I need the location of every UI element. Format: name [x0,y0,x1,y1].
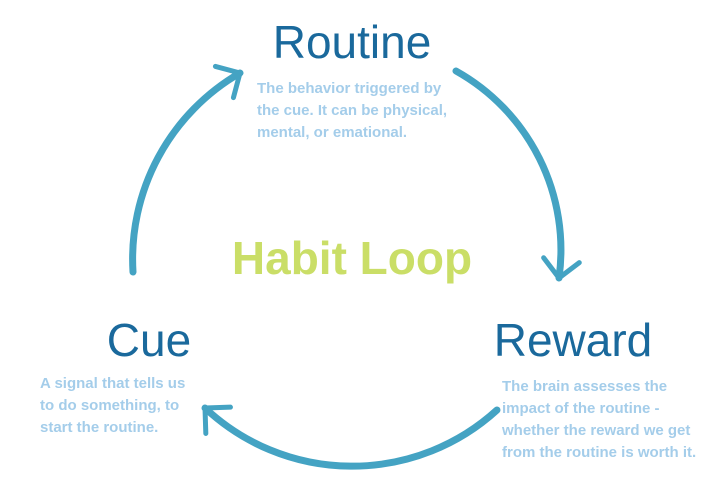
arrow-reward-to-cue-icon [201,404,501,470]
node-description-routine: The behavior triggered by the cue. It ca… [257,80,448,141]
arrow-routine-to-reward-icon [452,67,582,282]
center-title: Habit Loop [231,232,473,284]
node-title-cue: Cue [106,314,192,366]
arrow-cue-to-routine-icon [129,63,244,276]
node-description-cue: A signal that tells us to do something, … [40,375,186,436]
node-title-reward: Reward [493,314,653,366]
node-title-routine: Routine [272,16,432,68]
node-description-reward: The brain assesses the impact of the rou… [502,378,697,461]
